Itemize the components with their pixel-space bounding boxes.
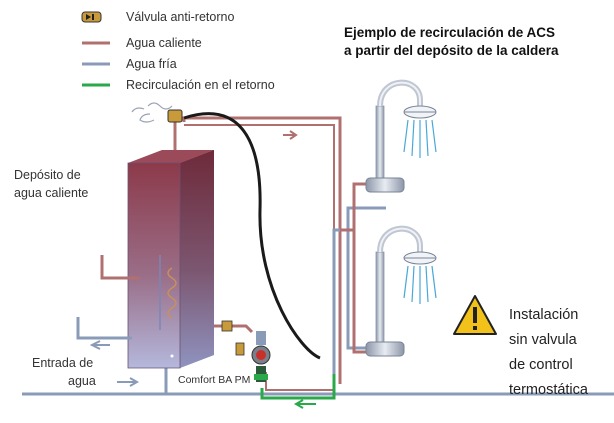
- inlet-label-line2: agua: [68, 374, 96, 388]
- pump-label: Comfort BA PM: [178, 374, 250, 386]
- circulation-pump-icon: [251, 331, 271, 382]
- warning-line4: termostática: [509, 382, 589, 398]
- sensor-hose: [183, 112, 321, 360]
- warning-line3: de control: [509, 357, 573, 373]
- warning-icon: [453, 295, 497, 335]
- warning-line2: sin valvula: [509, 332, 578, 348]
- legend: Válvula anti-retorno Agua caliente Agua …: [81, 10, 275, 92]
- check-valve-icon: [81, 11, 102, 23]
- inlet-label-line1: Entrada de: [32, 356, 93, 370]
- tank-label-line2: agua caliente: [14, 186, 88, 200]
- diagram-title-line1: Ejemplo de recirculación de ACS: [344, 25, 555, 40]
- diagram-title-line2: a partir del depósito de la caldera: [344, 43, 559, 58]
- legend-cold-water-label: Agua fría: [126, 57, 177, 71]
- legend-check-valve-label: Válvula anti-retorno: [126, 10, 234, 24]
- inlet-arrow-icon: [117, 377, 140, 387]
- tank-recirc-inlet-pipe: [214, 324, 254, 334]
- check-valve-tank-icon: [221, 320, 245, 356]
- recirculation-pipe: [260, 374, 336, 400]
- hot-main-pipe: [182, 116, 342, 384]
- hot-flow-arrow-icon: [283, 130, 298, 140]
- tank-coil-outlet-pipe: [76, 317, 132, 340]
- legend-recirculation-label: Recirculación en el retorno: [126, 78, 275, 92]
- lower-shower-icon: [365, 225, 437, 357]
- air-vent-icon: [131, 102, 183, 123]
- tank-label-line1: Depósito de: [14, 168, 81, 182]
- legend-hot-water-label: Agua caliente: [126, 36, 202, 50]
- tank-coil-inlet-pipe: [100, 255, 140, 280]
- recirculation-arrow-icon: [293, 399, 316, 409]
- upper-shower-icon: [365, 79, 437, 193]
- hot-water-tank: [127, 150, 214, 369]
- warning-line1: Instalación: [509, 307, 578, 323]
